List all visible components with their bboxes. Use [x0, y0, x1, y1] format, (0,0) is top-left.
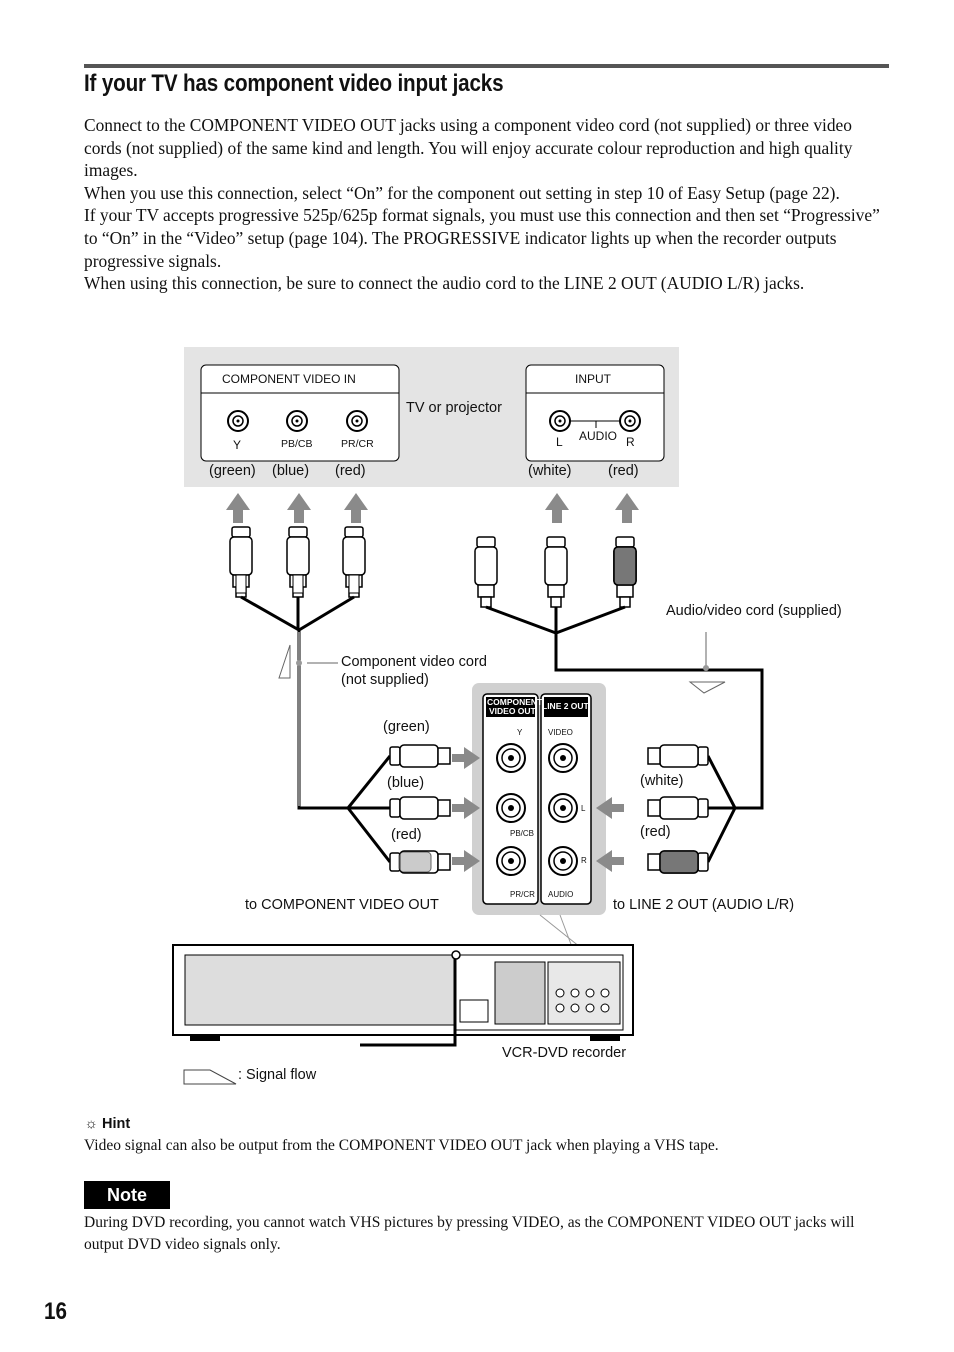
out-pr-label: PR/CR	[510, 890, 535, 899]
line2-out-header: LINE 2 OUT	[542, 701, 589, 711]
plug-h-blue	[389, 796, 451, 820]
jack-out-pr	[496, 846, 526, 876]
audio-l-label: L	[556, 435, 563, 449]
color-green-label: (green)	[209, 463, 256, 479]
color-red-label: (red)	[335, 463, 366, 479]
recorder-label: VCR-DVD recorder	[502, 1045, 627, 1061]
plug-h-white	[647, 796, 709, 820]
page-number: 16	[44, 1298, 67, 1325]
right-plug-red-label: (red)	[640, 824, 671, 840]
av-cord	[485, 605, 764, 863]
signal-flow-legend-icon	[183, 1069, 237, 1085]
hint-title: Hint	[102, 1116, 131, 1132]
paragraph: If your TV accepts progressive 525p/625p…	[84, 205, 880, 271]
jack-audio-l	[549, 410, 571, 432]
jack-pb	[286, 410, 308, 432]
out-r-label: R	[581, 856, 587, 865]
page-heading: If your TV has component video input jac…	[84, 70, 504, 97]
out-pb-label: PB/CB	[510, 829, 535, 838]
out-y-label: Y	[517, 728, 523, 737]
color-white-label: (white)	[528, 463, 572, 479]
note-label: Note	[84, 1181, 170, 1209]
jack-pr-label: PR/CR	[341, 438, 374, 450]
plug-h-video	[647, 744, 709, 768]
to-component-label: to COMPONENT VIDEO OUT	[245, 897, 439, 913]
jack-audio-r	[619, 410, 641, 432]
component-out-header: COMPONENT	[487, 697, 543, 707]
component-video-in-label: COMPONENT VIDEO IN	[222, 372, 356, 386]
audio-label: AUDIO	[579, 429, 618, 443]
plug-white	[544, 536, 568, 608]
color-red2-label: (red)	[608, 463, 639, 479]
jack-pb-label: PB/CB	[281, 438, 313, 450]
plug-h-green	[389, 744, 451, 768]
lightbulb-icon: ☼	[84, 1116, 98, 1132]
component-cord-label: Component video cord	[341, 654, 487, 670]
jack-pr	[346, 410, 368, 432]
component-cord	[240, 595, 392, 863]
audio-r-label: R	[626, 435, 635, 449]
component-cord-label-2: (not supplied)	[341, 672, 429, 688]
jack-out-video	[548, 743, 578, 773]
tv-or-projector-label: TV or projector	[406, 400, 502, 416]
out-audio-label: AUDIO	[548, 890, 574, 899]
left-plug-green-label: (green)	[383, 719, 430, 735]
paragraph: When you use this connection, select “On…	[84, 182, 840, 203]
jack-out-l	[548, 793, 578, 823]
signal-arrows-up	[226, 493, 639, 523]
jack-out-pb	[496, 793, 526, 823]
jack-y	[227, 410, 249, 432]
input-box	[525, 364, 665, 462]
av-cord-label: Audio/video cord (supplied)	[666, 603, 842, 619]
intro-text: Connect to the COMPONENT VIDEO OUT jacks…	[84, 114, 892, 295]
out-l-label: L	[581, 804, 586, 813]
component-out-header-2: VIDEO OUT	[489, 706, 536, 716]
heading-rule	[84, 64, 889, 68]
right-plug-white-label: (white)	[640, 773, 684, 789]
signal-flow-marker-right	[688, 681, 726, 694]
left-plug-red-label: (red)	[391, 827, 422, 843]
signal-flow-marker-left	[278, 644, 291, 679]
jack-out-y	[496, 743, 526, 773]
paragraph: When using this connection, be sure to c…	[84, 273, 805, 294]
note-text: During DVD recording, you cannot watch V…	[84, 1214, 855, 1253]
hint-text: Video signal can also be output from the…	[84, 1137, 719, 1154]
color-blue-label: (blue)	[272, 463, 310, 479]
input-label: INPUT	[575, 372, 611, 386]
to-line2-label: to LINE 2 OUT (AUDIO L/R)	[613, 897, 795, 913]
vcr-dvd-recorder	[172, 944, 634, 1047]
left-plug-blue-label: (blue)	[387, 775, 425, 791]
hint-heading: ☼ Hint	[84, 1116, 130, 1132]
plug-video	[474, 536, 498, 608]
jack-y-label: Y	[233, 438, 242, 452]
jack-out-r	[548, 846, 578, 876]
signal-flow-label: : Signal flow	[238, 1067, 317, 1083]
out-video-label: VIDEO	[548, 728, 573, 737]
paragraph: Connect to the COMPONENT VIDEO OUT jacks…	[84, 115, 853, 181]
